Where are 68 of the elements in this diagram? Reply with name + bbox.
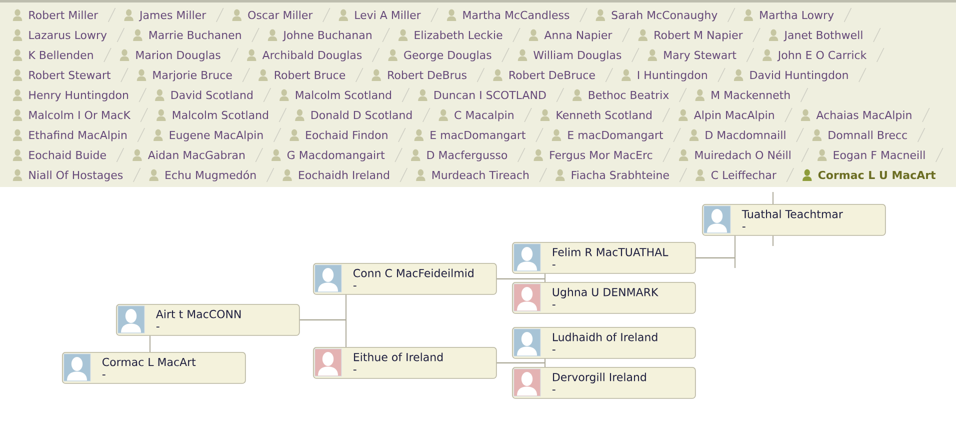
connector-line [496, 278, 546, 282]
breadcrumb-link: Malcolm Scotland [172, 110, 268, 120]
breadcrumb-link: Janet Bothwell [784, 30, 862, 42]
breadcrumb-link: D Macdomnaill [706, 130, 786, 140]
breadcrumb-link: Henry Huntingdon [29, 90, 128, 102]
breadcrumb-link: Oscar Miller [248, 10, 313, 20]
breadcrumb-link: Achaias MacAlpin [816, 110, 912, 122]
breadcrumb-link: Archibald Douglas [262, 50, 362, 62]
breadcrumb-link: Martha Lowry [760, 10, 834, 22]
breadcrumb-link: Muiredach O Néill [695, 150, 790, 160]
breadcrumb-link: Niall Of Hostages [29, 170, 123, 182]
breadcrumb-link: Donald D Scotland [312, 110, 412, 120]
breadcrumb-link: William Douglas [534, 50, 622, 62]
breadcrumb-link: Bethoc Beatrix [588, 90, 669, 100]
breadcrumb-link: Marrie Buchanen [149, 30, 241, 40]
breadcrumb-link: Aidan MacGabran [148, 150, 245, 160]
breadcrumb-link: Eogan F Macneill [834, 150, 925, 162]
breadcrumb-link: Murdeach Tireach [432, 170, 528, 180]
breadcrumb-link: Marjorie Bruce [153, 70, 232, 82]
breadcrumb-link: Johne Buchanan [282, 30, 372, 42]
breadcrumb-link: K Bellenden [29, 50, 93, 60]
connector-line [695, 257, 736, 268]
breadcrumb-link: James Miller [138, 10, 206, 22]
connector-line [299, 319, 346, 348]
breadcrumb-link: Martha McCandless [463, 10, 570, 20]
breadcrumb-link: Robert Miller [29, 10, 98, 20]
breadcrumb-link: Domnall Brecc [828, 130, 907, 140]
connector-line [772, 192, 774, 204]
breadcrumb-link: Eochaid Findon [306, 130, 388, 140]
connector-line [772, 235, 774, 246]
breadcrumb-link: Robert Bruce [274, 70, 346, 80]
breadcrumb-link: John E O Carrick [777, 50, 867, 62]
breadcrumb-link: E macDomangart [430, 131, 526, 142]
breadcrumb-link: Sarah McConaughy [612, 10, 718, 22]
breadcrumb-link: C Macalpin [454, 110, 514, 122]
breadcrumb-link: Cormac L U MacArt [818, 170, 936, 180]
breadcrumb-link: Malcolm I Or MacK [29, 110, 131, 120]
breadcrumb-link: G Macdomangairt [287, 150, 385, 162]
breadcrumb-link: Kenneth Scotland [556, 110, 652, 120]
breadcrumb-link: Lazarus Lowry [29, 31, 107, 42]
breadcrumb-link: M Mackenneth [712, 90, 790, 100]
connector-line [496, 362, 546, 368]
breadcrumb-link: Robert M Napier [654, 30, 743, 42]
breadcrumb-link: Anna Napier [544, 30, 612, 42]
breadcrumb-link: E macDomangart [568, 131, 664, 142]
breadcrumb-link: Alpin MacAlpin [694, 110, 774, 122]
breadcrumb-link: Malcolm Scotland [296, 90, 391, 100]
breadcrumb-link: Ethafind MacAlpin [29, 130, 126, 142]
breadcrumb-link: Mary Stewart [664, 50, 736, 62]
breadcrumb-link: Fiacha Srabhteine [572, 170, 669, 180]
breadcrumb-link: Robert DeBruce [510, 70, 595, 80]
breadcrumb-link: D Macfergusso [427, 150, 508, 162]
breadcrumb-link: David Huntingdon [750, 70, 848, 82]
breadcrumb-link: Marion Douglas [136, 50, 220, 62]
breadcrumb-link: Eugene MacAlpin [170, 130, 263, 142]
breadcrumb-link: Duncan I SCOTLAND [434, 90, 546, 100]
breadcrumb-link: Robert Stewart [29, 70, 111, 80]
breadcrumb-link: C Leiffechar [712, 170, 776, 180]
breadcrumb-link: Robert DeBrus [388, 70, 466, 80]
breadcrumb-link: Eochaidh Ireland [299, 170, 389, 180]
breadcrumb-link: David Scotland [171, 90, 252, 100]
breadcrumb-link: George Douglas [404, 50, 492, 62]
breadcrumb-link: Levi A Miller [355, 10, 421, 20]
breadcrumb-link: Elizabeth Leckie [414, 30, 502, 40]
breadcrumb-link: Eochaid Buide [29, 150, 106, 160]
breadcrumb-link: I Huntingdon [638, 70, 707, 82]
breadcrumb-link: Echu Mugmedón [166, 170, 256, 182]
breadcrumb-link: Fergus Mor MacErc [550, 151, 652, 162]
